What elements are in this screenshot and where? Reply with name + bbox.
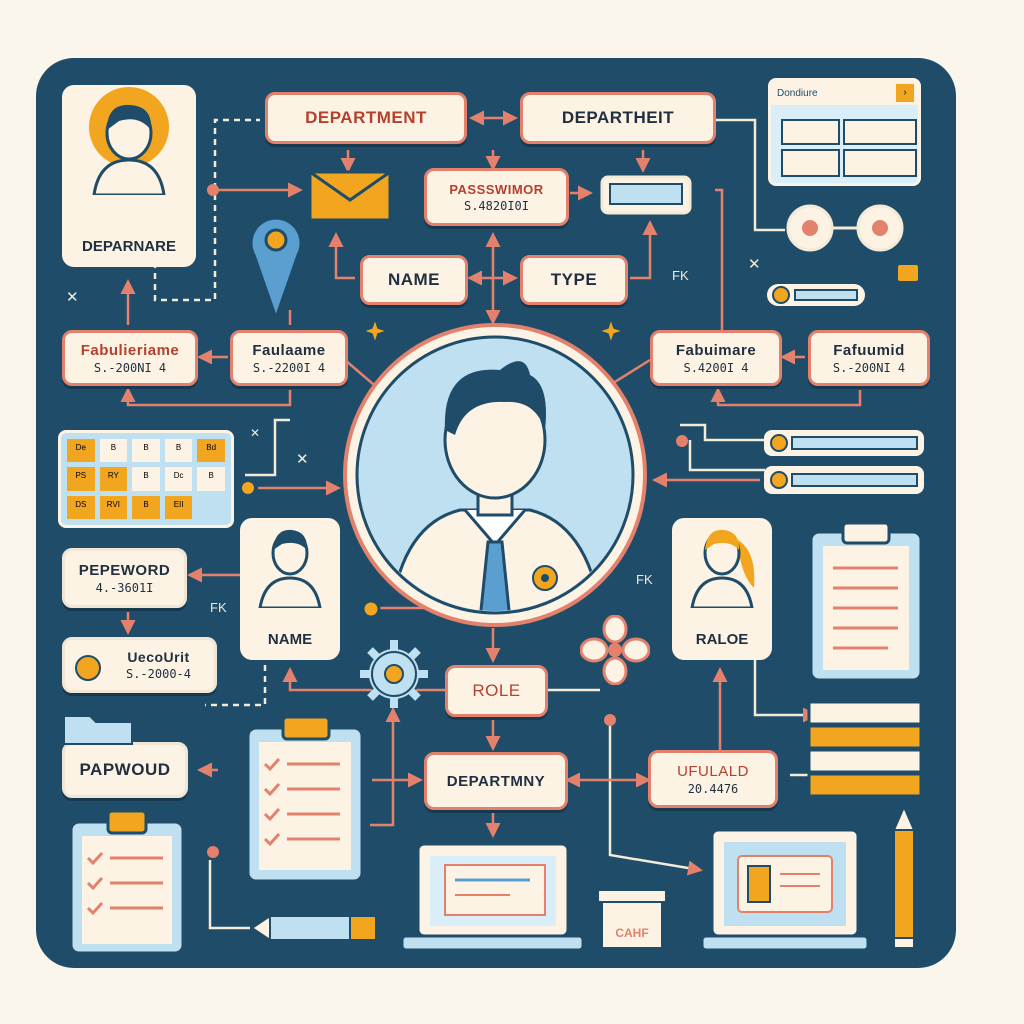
- checklist-icon: [246, 715, 364, 883]
- key[interactable]: DS: [67, 495, 95, 519]
- sparkle-icon: [362, 318, 388, 344]
- close-icon: ✕: [296, 451, 309, 468]
- role-node[interactable]: ROLE: [445, 665, 548, 717]
- location-pin-icon: [249, 216, 303, 320]
- key[interactable]: Dc: [164, 467, 193, 491]
- close-icon: ✕: [748, 256, 761, 273]
- key[interactable]: EII: [164, 495, 193, 519]
- browser-window[interactable]: Dondiure ›: [768, 78, 921, 186]
- ufulald-node[interactable]: UFULALD 20.4476: [648, 750, 778, 808]
- key[interactable]: De: [67, 439, 95, 463]
- person-card-top-left[interactable]: DEPARNARE: [62, 85, 196, 267]
- department-node-top-right[interactable]: DEPARTHEIT: [520, 92, 716, 144]
- field-node-left-2[interactable]: Faulaame S.-2200I 4: [230, 330, 348, 386]
- pencil-icon: [892, 805, 916, 949]
- person-label: NAME: [267, 631, 313, 648]
- account-node-left[interactable]: UecoUrit S.-2000-4: [62, 637, 217, 693]
- departmny-node[interactable]: DEPARTMNY: [424, 752, 568, 810]
- close-icon: ✕: [66, 289, 79, 306]
- field-node-right-2[interactable]: Fafuumid S.-200NI 4: [808, 330, 930, 386]
- person-avatar-icon: [89, 87, 169, 195]
- window-pane: [781, 119, 840, 145]
- laptop-icon: [700, 828, 870, 952]
- key[interactable]: B: [197, 467, 225, 491]
- key[interactable]: RY: [99, 467, 128, 491]
- key[interactable]: PS: [67, 467, 95, 491]
- person-label: DEPARNARE: [82, 238, 176, 255]
- papwoud-node[interactable]: PAPWOUD: [62, 742, 188, 798]
- central-person-avatar: [343, 323, 647, 627]
- key[interactable]: RVI: [99, 495, 128, 519]
- key[interactable]: B: [132, 439, 160, 463]
- key[interactable]: B: [99, 439, 128, 463]
- field-node-left-1[interactable]: Fabulieriame S.-200NI 4: [62, 330, 198, 386]
- flower-icon: [580, 615, 650, 685]
- window-titlebar: Dondiure ›: [771, 81, 918, 105]
- fk-label: FK: [636, 572, 653, 587]
- person-label: RALOE: [695, 631, 749, 648]
- sparkle-icon: [598, 318, 624, 344]
- close-icon: ✕: [250, 426, 261, 440]
- folder-icon: [63, 715, 133, 745]
- window-pane: [781, 149, 840, 177]
- key[interactable]: B: [164, 439, 193, 463]
- box-label: CAHF: [615, 926, 649, 940]
- fk-label: FK: [210, 600, 227, 615]
- key[interactable]: Bd: [197, 439, 225, 463]
- ring-node-icon: [361, 599, 381, 619]
- checklist-icon: [69, 809, 185, 955]
- password-popup-node[interactable]: PASSSWIMOR S.4820I0I: [424, 168, 569, 226]
- name-node[interactable]: NAME: [360, 255, 468, 305]
- type-node[interactable]: TYPE: [520, 255, 628, 305]
- person-avatar-icon: [258, 529, 322, 608]
- person-card-middle-left[interactable]: NAME: [240, 518, 340, 660]
- key[interactable]: B: [132, 467, 160, 491]
- department-node-top-left[interactable]: DEPARTMENT: [265, 92, 467, 144]
- storage-box: CAHF: [596, 888, 668, 950]
- gear-icon: [360, 640, 428, 708]
- laptop-icon: [400, 842, 585, 952]
- window-pane: [843, 119, 917, 145]
- person-card-right[interactable]: RALOE: [672, 518, 772, 660]
- keyboard-grid[interactable]: De B B B Bd PS RY B Dc B DS RVI B EII: [58, 430, 234, 528]
- input-field-icon: [600, 175, 692, 215]
- clipboard-icon: [809, 521, 923, 682]
- slider-icon[interactable]: [765, 280, 867, 310]
- box-icon: [597, 889, 667, 949]
- toggle-knob-icon: [75, 655, 101, 681]
- key[interactable]: B: [132, 495, 160, 519]
- fk-label: FK: [672, 268, 689, 283]
- pen-icon: [250, 914, 377, 942]
- chat-icon: [896, 263, 920, 283]
- window-title: Dondiure: [777, 87, 818, 99]
- chevron-right-icon[interactable]: ›: [896, 84, 914, 102]
- person-avatar-icon: [690, 529, 755, 608]
- books-icon: [807, 700, 923, 798]
- toggle-switch-icon[interactable]: [780, 200, 920, 260]
- envelope-icon: [308, 170, 392, 222]
- password-node-left[interactable]: PEPEWORD 4.-3601I: [62, 548, 187, 608]
- slider-group[interactable]: [762, 428, 927, 496]
- field-node-right-1[interactable]: Fabuimare S.4200I 4: [650, 330, 782, 386]
- window-pane: [843, 149, 917, 177]
